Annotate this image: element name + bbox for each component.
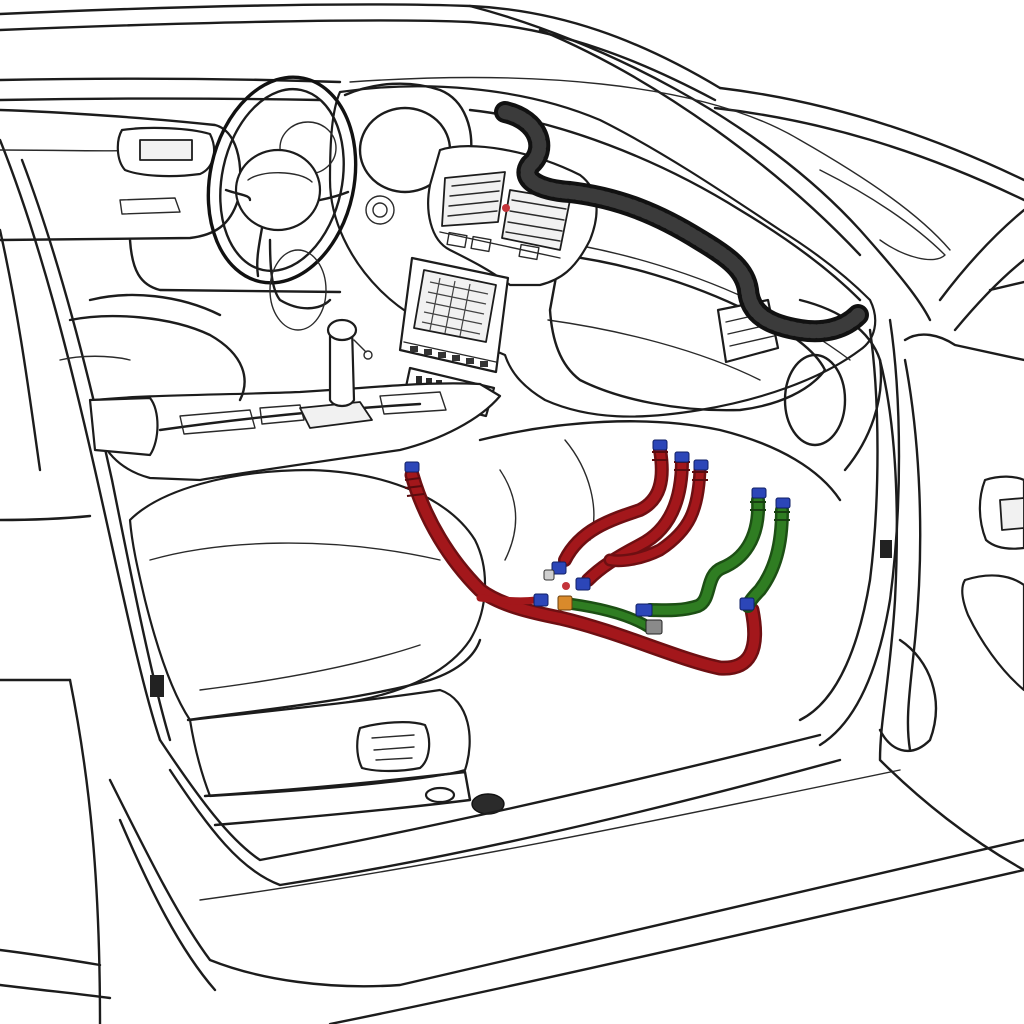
air-duct — [494, 101, 869, 343]
center-air-vents — [441, 171, 571, 251]
door-armrest — [961, 574, 1024, 692]
driver-door-handle — [139, 139, 193, 161]
connector-icon — [739, 597, 755, 611]
steering-wheel — [206, 75, 358, 331]
connector-icon — [775, 497, 791, 509]
fitting-icon — [645, 619, 663, 635]
connector-icon — [404, 461, 420, 473]
connector-icon — [674, 451, 690, 463]
floor-and-sill — [0, 318, 1024, 1024]
gear-shifter — [326, 318, 373, 408]
front-door — [878, 208, 1024, 872]
driver-window-switch — [119, 197, 181, 215]
connector-icon — [635, 603, 653, 617]
connector-icon — [693, 459, 709, 471]
connector-icon — [652, 439, 668, 451]
door-latch — [880, 540, 892, 558]
connector-icon — [575, 577, 591, 591]
connector-icon — [551, 561, 567, 575]
glove-box — [548, 253, 827, 412]
center-console — [88, 318, 502, 482]
valve-icon — [557, 595, 573, 611]
passenger-seat — [128, 468, 505, 827]
driver-door-panel — [0, 108, 342, 294]
hose-connectors — [404, 439, 791, 635]
driver-seat — [59, 293, 246, 402]
clamp-icon — [562, 582, 570, 590]
head-unit — [398, 256, 510, 374]
connector-icon — [751, 487, 767, 499]
door-striker — [150, 675, 164, 697]
connector-icon — [533, 593, 549, 607]
fitting-icon — [543, 569, 555, 581]
door-handle — [999, 497, 1024, 531]
hazard-button-icon — [502, 204, 510, 212]
red-hoses — [404, 443, 763, 676]
car-body-frame — [0, 3, 1024, 742]
seat-adjust-switch — [356, 721, 431, 773]
